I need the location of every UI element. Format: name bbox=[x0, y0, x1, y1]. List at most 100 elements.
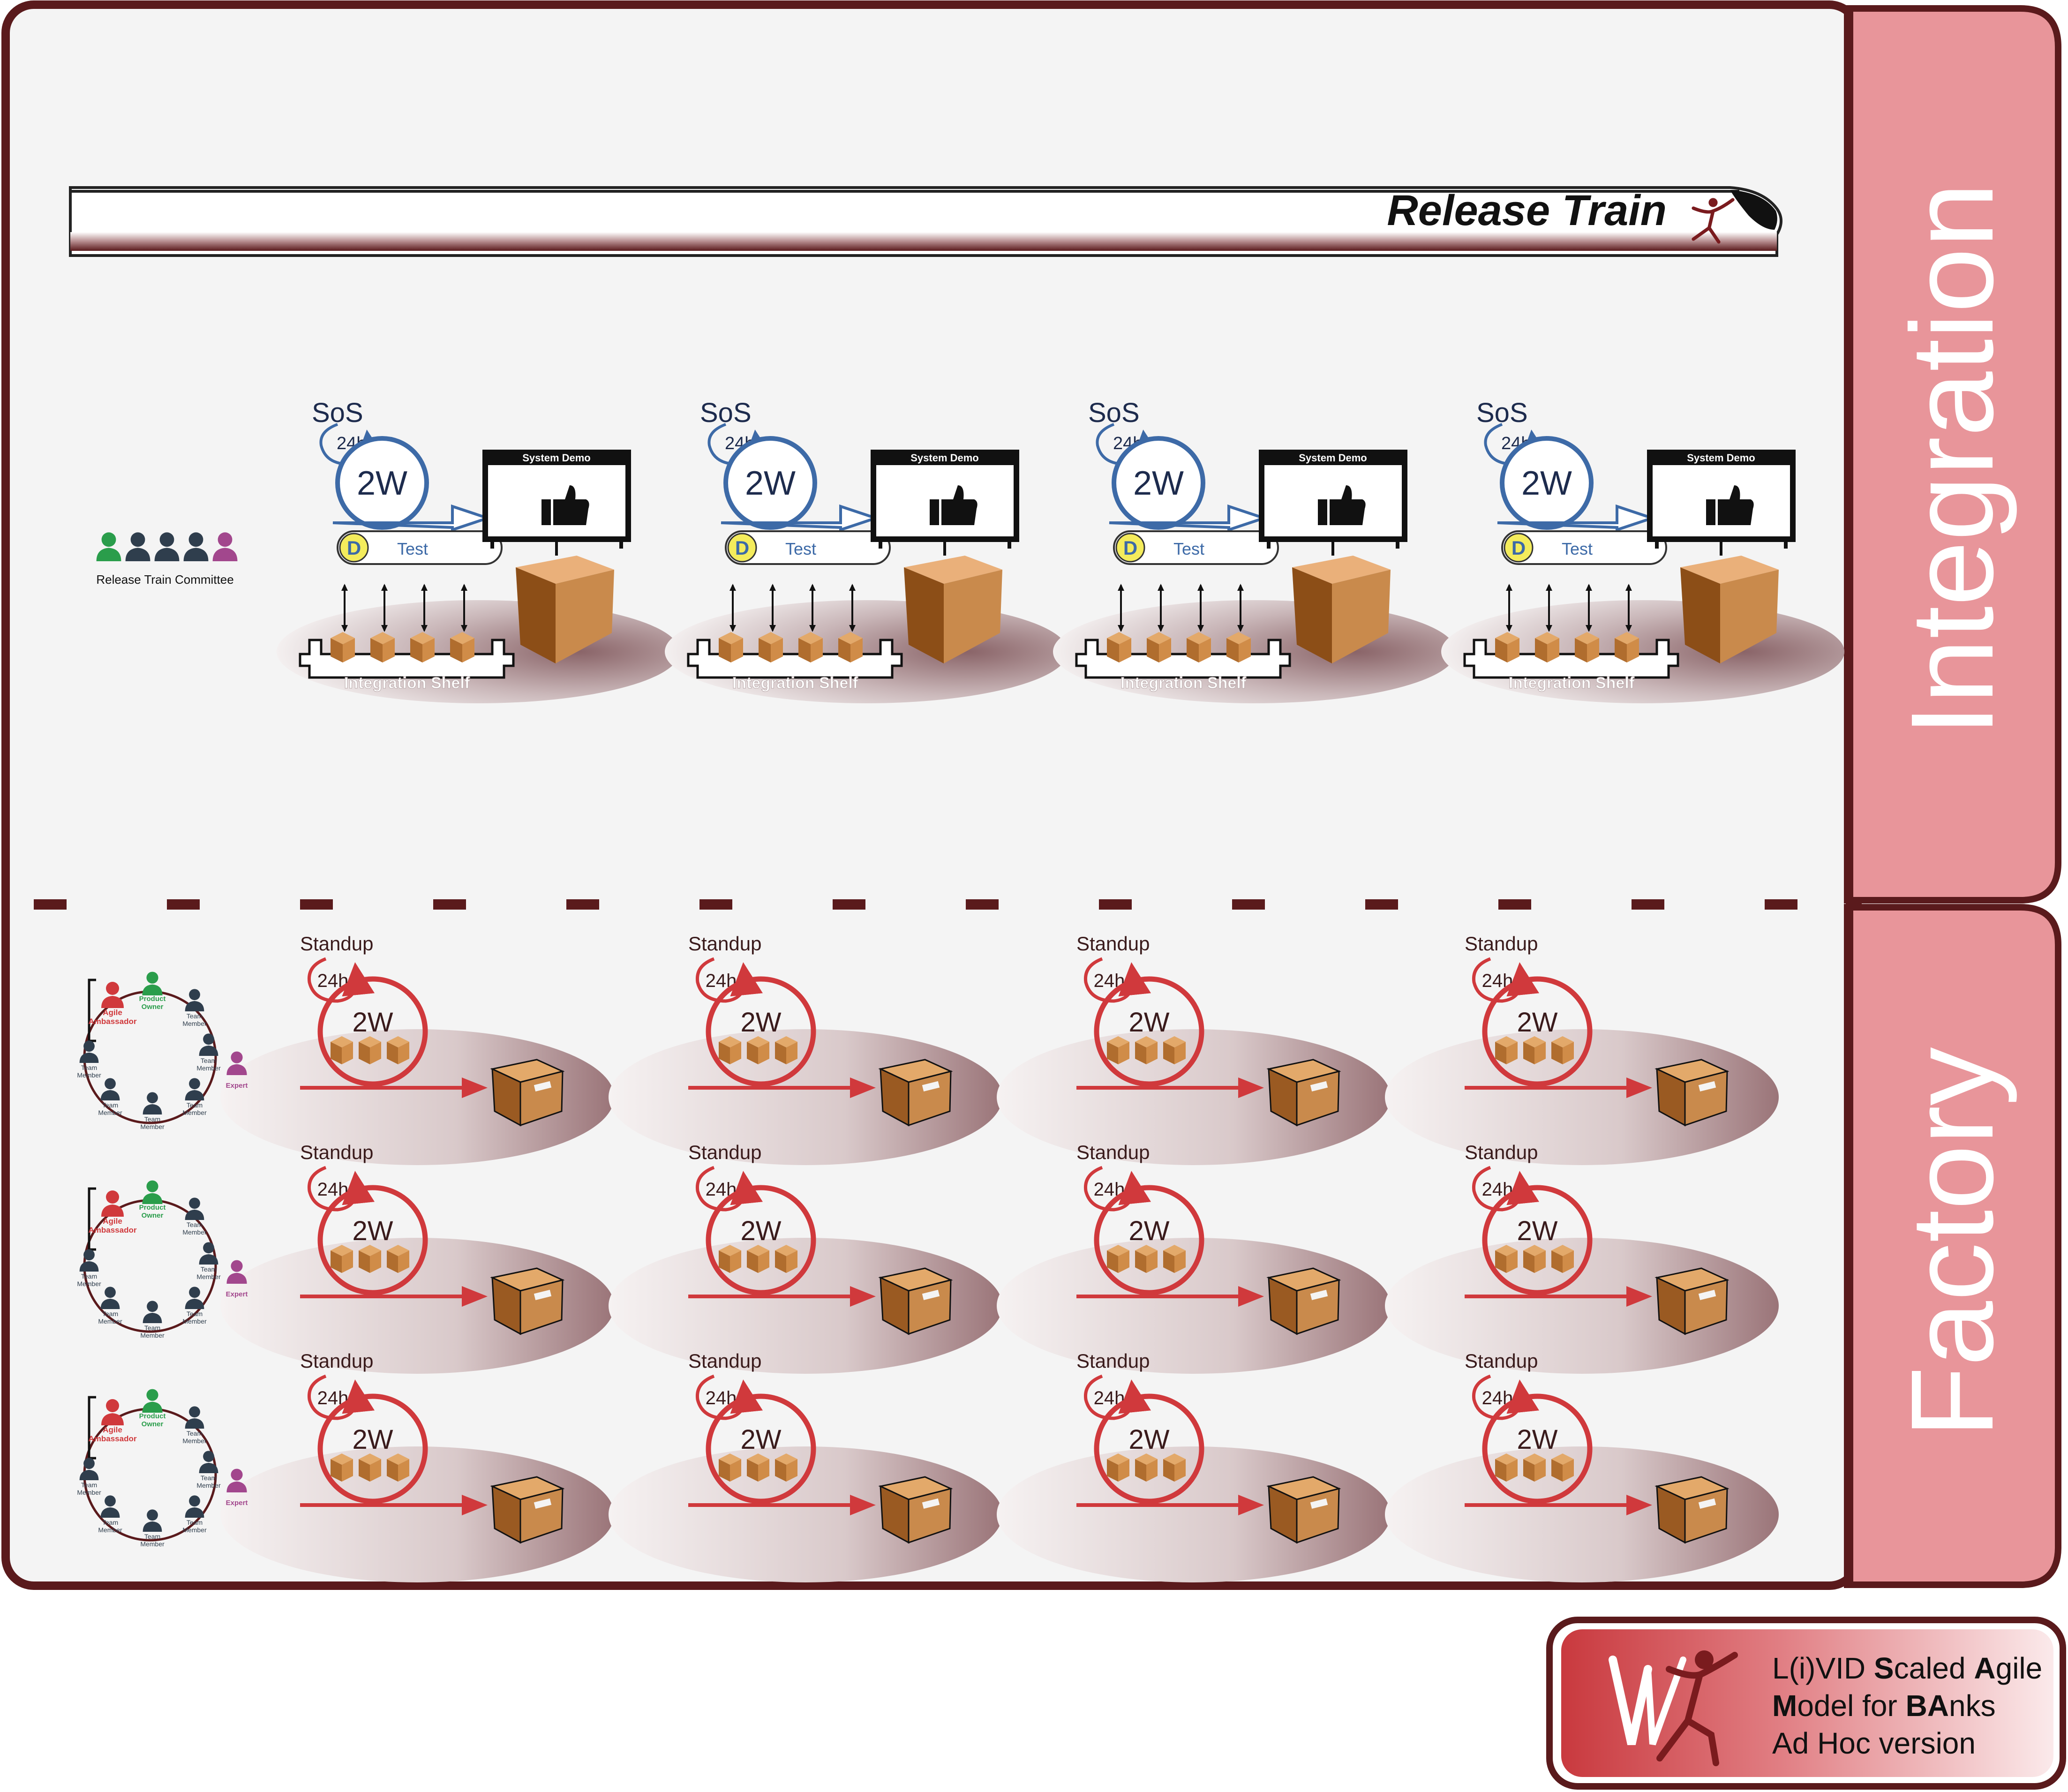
standup-label: Standup bbox=[300, 933, 373, 955]
team-circles: AgileAmbassadorProductOwnerTeamMemberTea… bbox=[77, 971, 248, 1548]
team-member-icon bbox=[199, 1451, 218, 1473]
factory-ellipse bbox=[997, 1029, 1391, 1165]
team-member-label: Team bbox=[81, 1272, 97, 1280]
sprint-package-icon bbox=[359, 1036, 381, 1064]
sprint-package-icon bbox=[1495, 1453, 1518, 1482]
shelf-package-icon bbox=[370, 632, 395, 663]
standup-label: Standup bbox=[688, 1141, 761, 1163]
release-box-icon bbox=[1680, 556, 1779, 663]
agile-ambassador-label: Ambassador bbox=[89, 1226, 137, 1235]
sprint-package-icon bbox=[1135, 1036, 1158, 1064]
separator-dash bbox=[1099, 899, 1132, 910]
sos-label: SoS bbox=[1476, 398, 1528, 428]
product-owner-icon bbox=[142, 1180, 163, 1204]
sprint-label: 2W bbox=[1129, 1007, 1170, 1038]
sprint-package-icon bbox=[719, 1036, 741, 1064]
sprint-package-icon bbox=[1163, 1036, 1186, 1064]
test-pill bbox=[725, 530, 891, 565]
standup-cycle-arrow bbox=[1472, 1374, 1539, 1420]
sprint-package-icon bbox=[1523, 1245, 1546, 1273]
system-demo-screen: System Demo bbox=[482, 450, 631, 549]
delivered-box-icon bbox=[1266, 1059, 1341, 1127]
sos-label: SoS bbox=[312, 398, 363, 428]
separator-dash bbox=[34, 899, 67, 910]
system-demo-label: System Demo bbox=[1299, 452, 1367, 464]
integration-tab bbox=[1844, 5, 2061, 904]
sprint-package-icon bbox=[775, 1453, 797, 1482]
sprint-label: 2W bbox=[1517, 1216, 1558, 1246]
standup-cycle-arrow bbox=[307, 1166, 375, 1212]
release-train-committee: Release Train Committee bbox=[96, 532, 238, 587]
system-demo-screen: System Demo bbox=[1647, 450, 1796, 549]
team-member-label: Member bbox=[140, 1540, 165, 1548]
team-member-label: Member bbox=[98, 1109, 122, 1116]
separator-dash bbox=[300, 899, 333, 910]
committee-member-icon bbox=[212, 532, 238, 561]
d-badge-label: D bbox=[1512, 537, 1526, 559]
factory-ellipse bbox=[609, 1029, 1002, 1165]
sprint-circle bbox=[706, 1185, 816, 1295]
team-member-label: Team bbox=[187, 1430, 203, 1437]
team-member-label: Member bbox=[140, 1123, 165, 1130]
separator-dash bbox=[1498, 899, 1531, 910]
team-member-icon bbox=[100, 1078, 120, 1100]
delivered-box-icon bbox=[1654, 1476, 1730, 1544]
delivered-box-icon bbox=[878, 1059, 953, 1127]
agile-ambassador-label: Agile bbox=[103, 1008, 122, 1017]
thumbs-up-icon bbox=[1706, 485, 1754, 525]
separator-dash bbox=[833, 899, 865, 910]
committee-label: Release Train Committee bbox=[96, 572, 233, 587]
shelf-package-icon bbox=[1147, 632, 1171, 663]
sprint-package-icon bbox=[387, 1036, 409, 1064]
integration-shelf bbox=[1463, 639, 1679, 679]
separator-dash bbox=[167, 899, 200, 910]
delivered-box-icon bbox=[1266, 1476, 1341, 1544]
sprint-package-icon bbox=[1163, 1245, 1186, 1273]
cycle-circle bbox=[335, 436, 429, 530]
system-demo-label: System Demo bbox=[1687, 452, 1755, 464]
integration-tab-label: Integration bbox=[1887, 182, 2017, 736]
integration-shelf-label: Integration Shelf bbox=[344, 674, 470, 692]
sprint-circle bbox=[317, 1185, 428, 1295]
system-demo-label: System Demo bbox=[522, 452, 591, 464]
d-badge bbox=[1115, 533, 1145, 563]
system-demo-label: System Demo bbox=[910, 452, 979, 464]
shelf-package-icon bbox=[1575, 632, 1599, 663]
lv-logo-icon bbox=[1609, 1650, 1738, 1766]
team-member-icon bbox=[143, 1509, 162, 1532]
shelf-package-icon bbox=[1107, 632, 1131, 663]
sprint-label: 2W bbox=[1129, 1424, 1170, 1455]
standup-label: Standup bbox=[1076, 1141, 1150, 1163]
standup-label: Standup bbox=[1076, 1350, 1150, 1372]
sprint-circle bbox=[1094, 1393, 1204, 1504]
shelf-package-icon bbox=[1226, 632, 1251, 663]
sprint-circle bbox=[706, 1393, 816, 1504]
shelf-package-icon bbox=[838, 632, 863, 663]
separator-dash bbox=[1765, 899, 1797, 910]
delivered-box-icon bbox=[878, 1267, 953, 1335]
separator-dash bbox=[966, 899, 999, 910]
standup-cycle-arrow bbox=[1472, 1166, 1539, 1212]
team-member-icon bbox=[79, 1458, 99, 1480]
team-member-label: Team bbox=[81, 1481, 97, 1489]
cycle-label: 2W bbox=[1133, 465, 1184, 502]
team-member-label: Team bbox=[187, 1101, 203, 1109]
d-badge bbox=[727, 533, 757, 563]
factory-tab bbox=[1844, 904, 2061, 1588]
product-owner-label: Owner bbox=[142, 1420, 164, 1428]
team-member-icon bbox=[185, 1197, 204, 1220]
sprint-package-icon bbox=[1135, 1453, 1158, 1482]
team-circle: AgileAmbassadorProductOwnerTeamMemberTea… bbox=[77, 971, 248, 1130]
agile-ambassador-label: Ambassador bbox=[89, 1434, 137, 1443]
sprint-package-icon bbox=[1523, 1453, 1546, 1482]
cycle-circle bbox=[1112, 436, 1205, 530]
separator-dash bbox=[1232, 899, 1265, 910]
sprint-circle bbox=[1094, 1185, 1204, 1295]
sprint-label: 2W bbox=[1129, 1216, 1170, 1246]
